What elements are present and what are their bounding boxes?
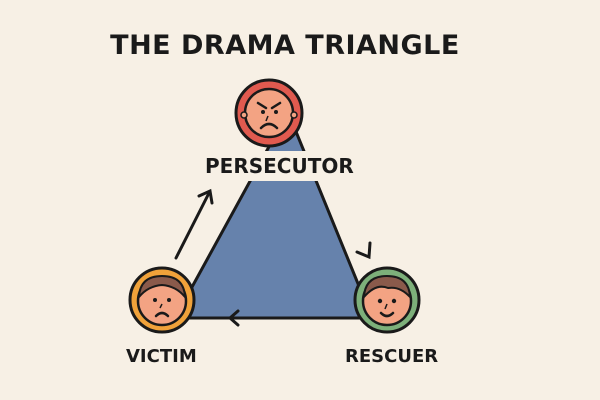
persecutor-label-band: [200, 151, 380, 181]
diagram-title: THE DRAMA TRIANGLE: [110, 30, 460, 61]
arrow-rescuer-to-victim-icon: [227, 309, 240, 327]
triangle-shape: [173, 110, 374, 320]
persecutor-label: PERSECUTOR: [205, 154, 354, 178]
arrow-victim-to-persecutor-icon: [174, 188, 214, 260]
victim-label: VICTIM: [126, 346, 197, 367]
arrow-persecutor-to-rescuer-icon: [355, 241, 372, 260]
victim-face-icon: [128, 266, 196, 334]
rescuer-face-icon: [353, 266, 421, 334]
rescuer-label: RESCUER: [345, 346, 439, 367]
persecutor-face-icon: [234, 78, 304, 148]
